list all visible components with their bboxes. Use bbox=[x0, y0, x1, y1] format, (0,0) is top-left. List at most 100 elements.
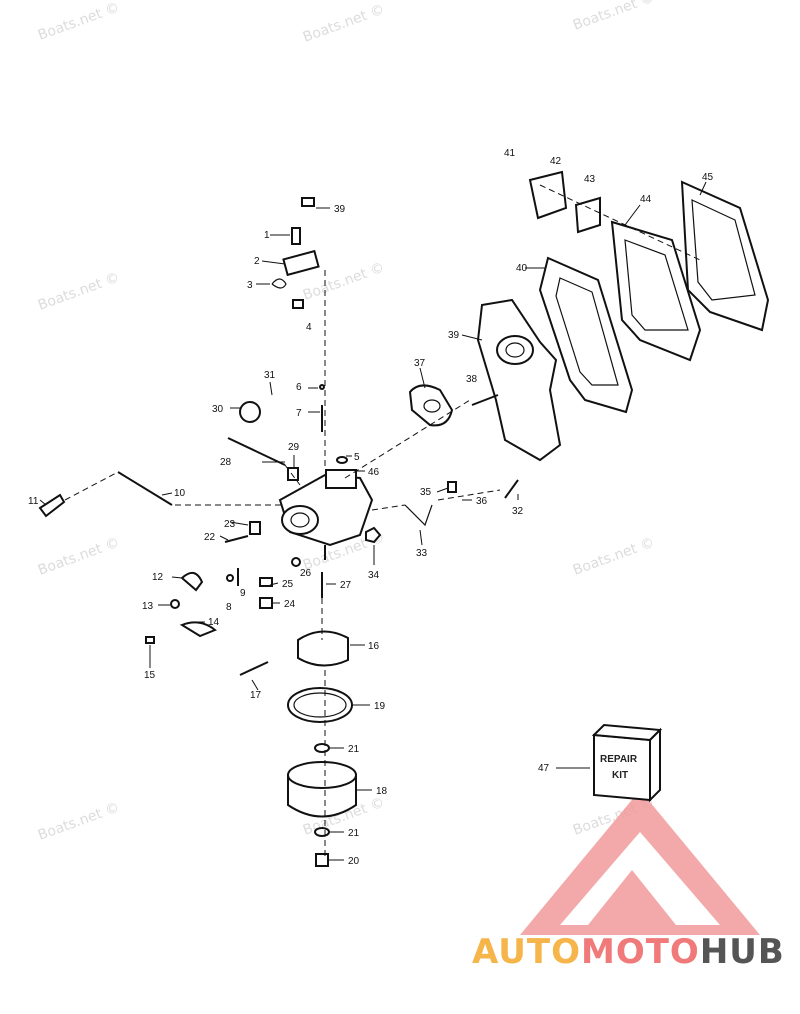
part-number: 6 bbox=[296, 382, 302, 393]
spring-29 bbox=[287, 467, 299, 481]
part-number: 41 bbox=[504, 148, 516, 159]
screw-40 bbox=[301, 197, 315, 207]
throttle-shaft-10 bbox=[117, 471, 173, 506]
part-number: 43 bbox=[584, 174, 596, 185]
brand-logo: AUTOMOTOHUB bbox=[472, 790, 785, 972]
leader-45 bbox=[624, 204, 641, 226]
dash-line bbox=[344, 399, 471, 479]
dash-line bbox=[64, 471, 119, 501]
carb-bore bbox=[281, 505, 319, 535]
kit-label-line2: KIT bbox=[612, 770, 628, 781]
part-number: 36 bbox=[476, 496, 488, 507]
part-number: 17 bbox=[250, 690, 262, 701]
ball-6 bbox=[319, 384, 325, 390]
part-number: 21 bbox=[348, 744, 360, 755]
brand-part-auto: AUTO bbox=[472, 932, 581, 972]
leader-31 bbox=[269, 381, 273, 396]
screw-15 bbox=[145, 636, 155, 644]
leader-17 bbox=[251, 679, 259, 691]
leader-2 bbox=[261, 260, 286, 265]
leader-33 bbox=[419, 529, 423, 546]
part-number: 5 bbox=[354, 452, 360, 463]
leader-22 bbox=[219, 535, 229, 541]
reed-plate-45-inner bbox=[624, 239, 689, 331]
part-number: 13 bbox=[142, 601, 154, 612]
part-number: 8 bbox=[226, 602, 232, 613]
kit-box-side bbox=[649, 727, 661, 803]
nut-4 bbox=[292, 299, 304, 309]
part-number: 40 bbox=[516, 263, 528, 274]
leader-37 bbox=[419, 367, 426, 389]
watermark: Boats.net © bbox=[571, 535, 657, 579]
dash-line bbox=[437, 489, 501, 501]
part-number: 22 bbox=[204, 532, 216, 543]
float-16 bbox=[297, 630, 349, 667]
part-number: 34 bbox=[368, 570, 380, 581]
part-number: 38 bbox=[466, 374, 478, 385]
screw-22 bbox=[224, 535, 249, 543]
part-number: 7 bbox=[296, 408, 302, 419]
intake-manifold bbox=[476, 298, 562, 462]
watermark: Boats.net © bbox=[36, 0, 122, 44]
leader-23 bbox=[229, 521, 249, 526]
carb-bore-inner bbox=[290, 512, 310, 528]
watermark: Boats.net © bbox=[36, 800, 122, 844]
part-number: 30 bbox=[212, 404, 224, 415]
leader-39 bbox=[461, 334, 483, 341]
ball-8 bbox=[226, 574, 234, 582]
leader-lines bbox=[39, 181, 707, 861]
logo-triangle-inner bbox=[560, 832, 720, 925]
pin-17 bbox=[239, 661, 269, 676]
manifold-port-inner bbox=[505, 342, 525, 358]
reed-plate-45 bbox=[610, 220, 702, 362]
watermark: Boats.net © bbox=[36, 270, 122, 314]
leader-25 bbox=[269, 582, 279, 586]
part-number: 3 bbox=[247, 280, 253, 291]
cam-12 bbox=[180, 571, 204, 592]
part-number: 9 bbox=[240, 588, 246, 599]
gasket-41 bbox=[538, 256, 634, 414]
cover-2 bbox=[282, 249, 320, 277]
part-number: 16 bbox=[368, 641, 380, 652]
carburetor-body bbox=[278, 469, 374, 560]
part-number: 39 bbox=[334, 204, 346, 215]
part-number: 47 bbox=[538, 763, 550, 774]
leader-10 bbox=[161, 492, 173, 496]
nut-13 bbox=[170, 599, 180, 609]
gasket-37 bbox=[408, 384, 454, 427]
stud-38 bbox=[471, 394, 499, 406]
spring-23 bbox=[249, 521, 261, 535]
alignment-lines bbox=[64, 184, 701, 860]
leader-12 bbox=[171, 576, 183, 579]
part-number: 42 bbox=[550, 156, 562, 167]
screw-1 bbox=[291, 227, 301, 245]
carb-top-boss bbox=[325, 469, 357, 489]
part-number: 2 bbox=[254, 256, 260, 267]
reed-stop-43 bbox=[528, 170, 568, 220]
part-number: 15 bbox=[144, 670, 156, 681]
part-number: 24 bbox=[284, 599, 296, 610]
part-number: 11 bbox=[28, 496, 39, 507]
reed-44 bbox=[574, 196, 601, 234]
brand-part-hub: HUB bbox=[700, 932, 785, 972]
dash-line bbox=[371, 504, 406, 511]
dash-line bbox=[284, 464, 301, 486]
part-number: 26 bbox=[300, 568, 312, 579]
manifold-port bbox=[496, 335, 534, 365]
plug-24 bbox=[259, 597, 273, 609]
clip-3 bbox=[271, 278, 287, 289]
part-number: 19 bbox=[374, 701, 386, 712]
part-number: 21 bbox=[348, 828, 360, 839]
leader-46 bbox=[699, 181, 707, 196]
reed-gaskets bbox=[528, 170, 770, 414]
watermark: Boats.net © bbox=[36, 535, 122, 579]
part-number: 25 bbox=[282, 579, 294, 590]
gasket-19-inner bbox=[293, 692, 347, 718]
part-number: 46 bbox=[368, 467, 380, 478]
part-number: 32 bbox=[512, 506, 524, 517]
brand-text: AUTOMOTOHUB bbox=[472, 932, 785, 972]
part-number: 35 bbox=[420, 487, 432, 498]
repair-kit: REPAIR KIT bbox=[591, 723, 663, 803]
part-number: 45 bbox=[702, 172, 714, 183]
washer-21-lower bbox=[314, 827, 330, 837]
